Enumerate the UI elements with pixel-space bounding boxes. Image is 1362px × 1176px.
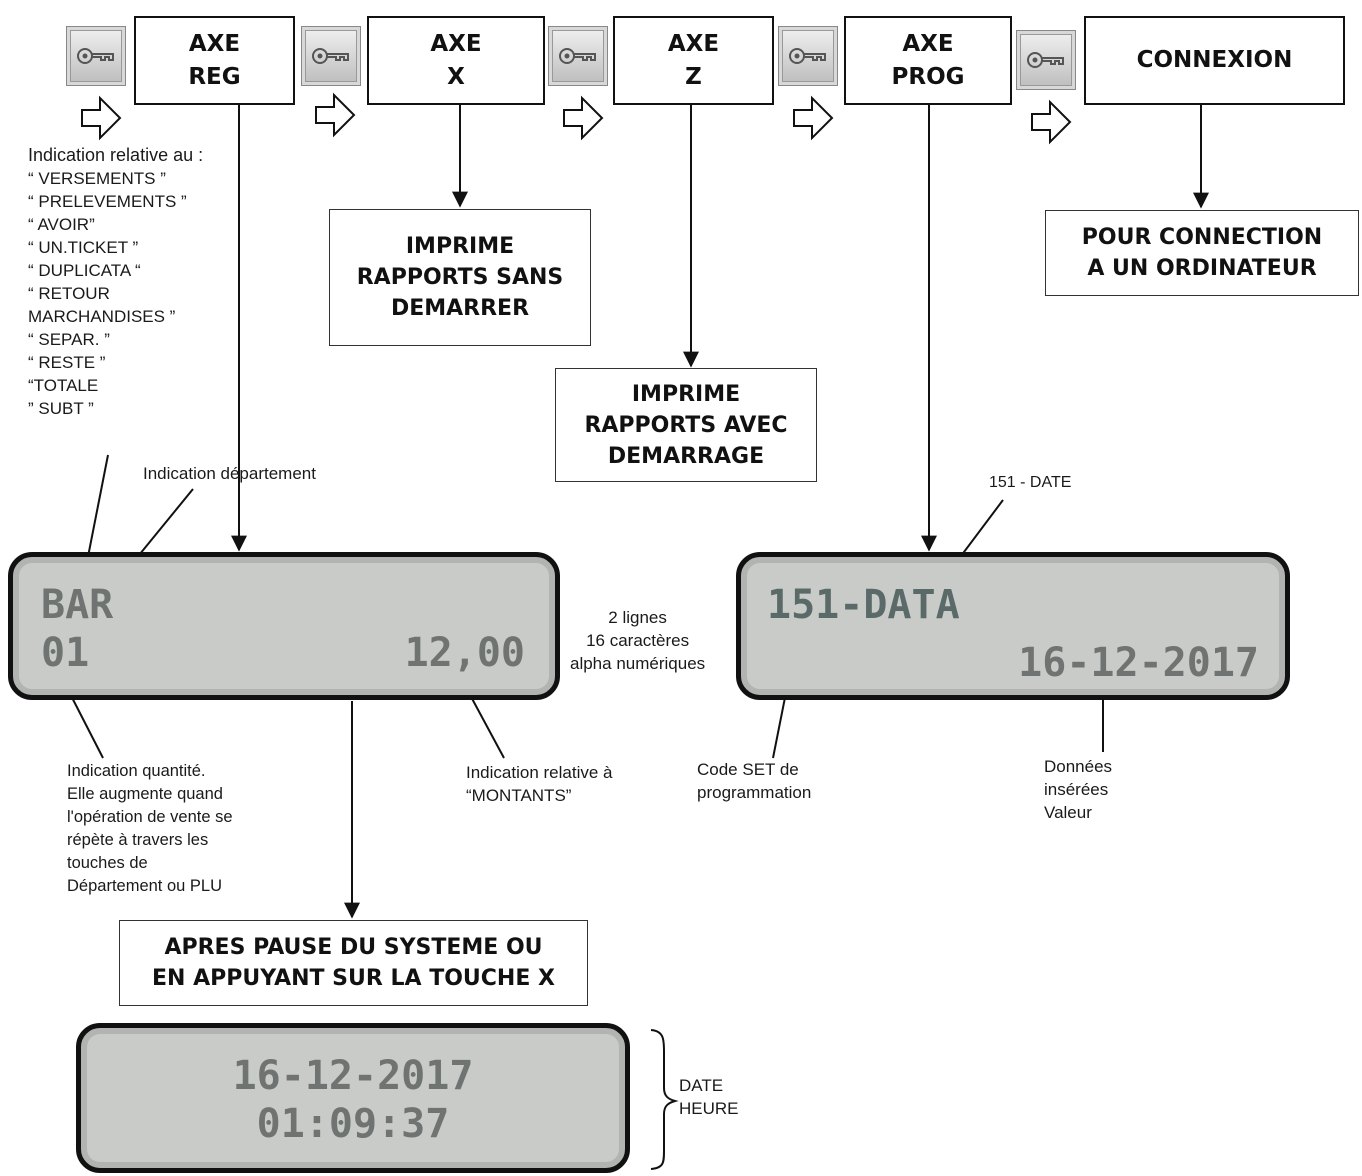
lines-info-line: 16 caractères (586, 631, 690, 650)
mode-prog-line2: PROG (891, 63, 965, 90)
quantity-line: Département ou PLU (67, 877, 223, 895)
data-value-line: insérées (1044, 780, 1109, 799)
mode-connexion-box: CONNEXION (1084, 16, 1345, 105)
output-connexion-line: POUR CONNECTION (1081, 225, 1323, 250)
mode-x-box: AXE X (367, 16, 545, 105)
left-indication-item: ” SUBT ” (28, 399, 94, 418)
quantity-line: Indication quantité. (67, 762, 206, 780)
lines-info-label: 2 lignes 16 caractères alpha numériques (570, 606, 705, 675)
clock-time-text: 01:09:37 (256, 1101, 450, 1147)
set-code-line: programmation (697, 783, 812, 802)
left-indications-list: Indication relative au : “ VERSEMENTS ” … (28, 144, 203, 420)
quantity-line: répète à travers les (67, 831, 209, 849)
time-label: HEURE (679, 1099, 739, 1118)
quantity-line: touches de (67, 854, 148, 872)
key-icon (548, 26, 608, 86)
mode-x-line1: AXE (430, 30, 482, 57)
date-time-bracket (650, 1029, 679, 1170)
lines-info-line: 2 lignes (608, 608, 667, 627)
quantity-label: Indication quantité. Elle augmente quand… (67, 760, 233, 898)
reg-department-text: BAR (41, 582, 114, 628)
montants-line: “MONTANTS” (466, 786, 572, 805)
right-arrow-icon (1031, 99, 1072, 145)
left-indication-item: “ SEPAR. ” (28, 330, 110, 349)
reg-amount-text: 12,00 (404, 630, 525, 676)
key-icon (778, 26, 838, 86)
mode-reg-line2: REG (188, 63, 241, 90)
left-indication-item: “ UN.TICKET ” (28, 238, 139, 257)
set-code-line: Code SET de (697, 760, 799, 779)
output-connexion-box: POUR CONNECTION A UN ORDINATEUR (1045, 210, 1359, 296)
left-indication-item: “ RESTE ” (28, 353, 106, 372)
key-icon (301, 26, 361, 86)
mode-prog-line1: AXE (902, 30, 954, 57)
output-connexion-line: A UN ORDINATEUR (1087, 256, 1317, 281)
reg-quantity-text: 01 (41, 630, 90, 676)
clock-lcd-display: 16-12-2017 01:09:37 (76, 1023, 630, 1173)
pause-line: EN APPUYANT SUR LA TOUCHE X (152, 966, 555, 991)
transition-arrows (81, 92, 1072, 145)
date-code-label: 151 - DATE (989, 474, 1072, 491)
mode-connexion-label: CONNEXION (1136, 47, 1293, 73)
mode-z-line1: AXE (667, 30, 720, 57)
output-z-box: IMPRIME RAPPORTS AVEC DEMARRAGE (555, 368, 817, 482)
left-indication-item: “ RETOUR (28, 284, 110, 303)
prog-lcd-display: 151-DATA 16-12-2017 (736, 552, 1290, 700)
left-indication-item: “ AVOIR” (28, 215, 95, 234)
montants-line: Indication relative à (466, 763, 613, 782)
output-z-line: DEMARRAGE (607, 443, 765, 469)
prog-value-text: 16-12-2017 (1018, 640, 1259, 686)
mode-z-box: AXE Z (613, 16, 774, 105)
right-arrow-icon (563, 95, 604, 141)
mode-x-line2: X (447, 63, 465, 90)
lines-info-line: alpha numériques (570, 654, 706, 673)
left-indication-item: “ VERSEMENTS ” (28, 169, 166, 188)
mode-z-line2: Z (685, 63, 702, 90)
key-icon (1016, 30, 1076, 90)
data-value-label: Données insérées Valeur (1044, 755, 1112, 824)
left-indication-item: “ PRELEVEMENTS ” (28, 192, 187, 211)
left-indication-item: Indication relative au : (28, 145, 204, 165)
output-x-line: DEMARRER (390, 296, 530, 321)
montants-label: Indication relative à “MONTANTS” (466, 761, 612, 807)
left-indication-item: “TOTALE (28, 376, 99, 395)
right-arrow-icon (793, 95, 834, 141)
department-label: Indication département (143, 464, 316, 483)
data-value-line: Données (1044, 757, 1113, 776)
mode-reg-line1: AXE (188, 30, 241, 57)
left-indication-item: “ DUPLICATA “ (28, 261, 141, 280)
output-x-line: RAPPORTS SANS (356, 265, 564, 290)
output-x-line: IMPRIME (405, 234, 515, 259)
quantity-line: l'opération de vente se (67, 808, 233, 826)
left-indication-item: MARCHANDISES ” (28, 307, 176, 326)
set-code-label: Code SET de programmation (697, 758, 811, 804)
right-arrow-icon (315, 92, 356, 138)
output-x-box: IMPRIME RAPPORTS SANS DEMARRER (329, 209, 591, 346)
mode-prog-box: AXE PROG (844, 16, 1012, 105)
data-value-line: Valeur (1044, 803, 1092, 822)
date-time-label: DATE HEURE (679, 1074, 739, 1120)
quantity-line: Elle augmente quand (67, 785, 223, 803)
prog-code-text: 151-DATA (767, 582, 960, 628)
output-z-line: RAPPORTS AVEC (584, 412, 788, 438)
mode-reg-box: AXE REG (134, 16, 295, 105)
pause-box: APRES PAUSE DU SYSTEME OU EN APPUYANT SU… (119, 920, 588, 1006)
date-label: DATE (679, 1076, 724, 1095)
right-arrow-icon (81, 95, 122, 141)
reg-lcd-display: BAR 01 12,00 (8, 552, 560, 700)
pause-line: APRES PAUSE DU SYSTEME OU (164, 935, 543, 960)
key-icon (66, 26, 126, 86)
output-z-line: IMPRIME (631, 381, 741, 407)
clock-date-text: 16-12-2017 (232, 1053, 474, 1099)
